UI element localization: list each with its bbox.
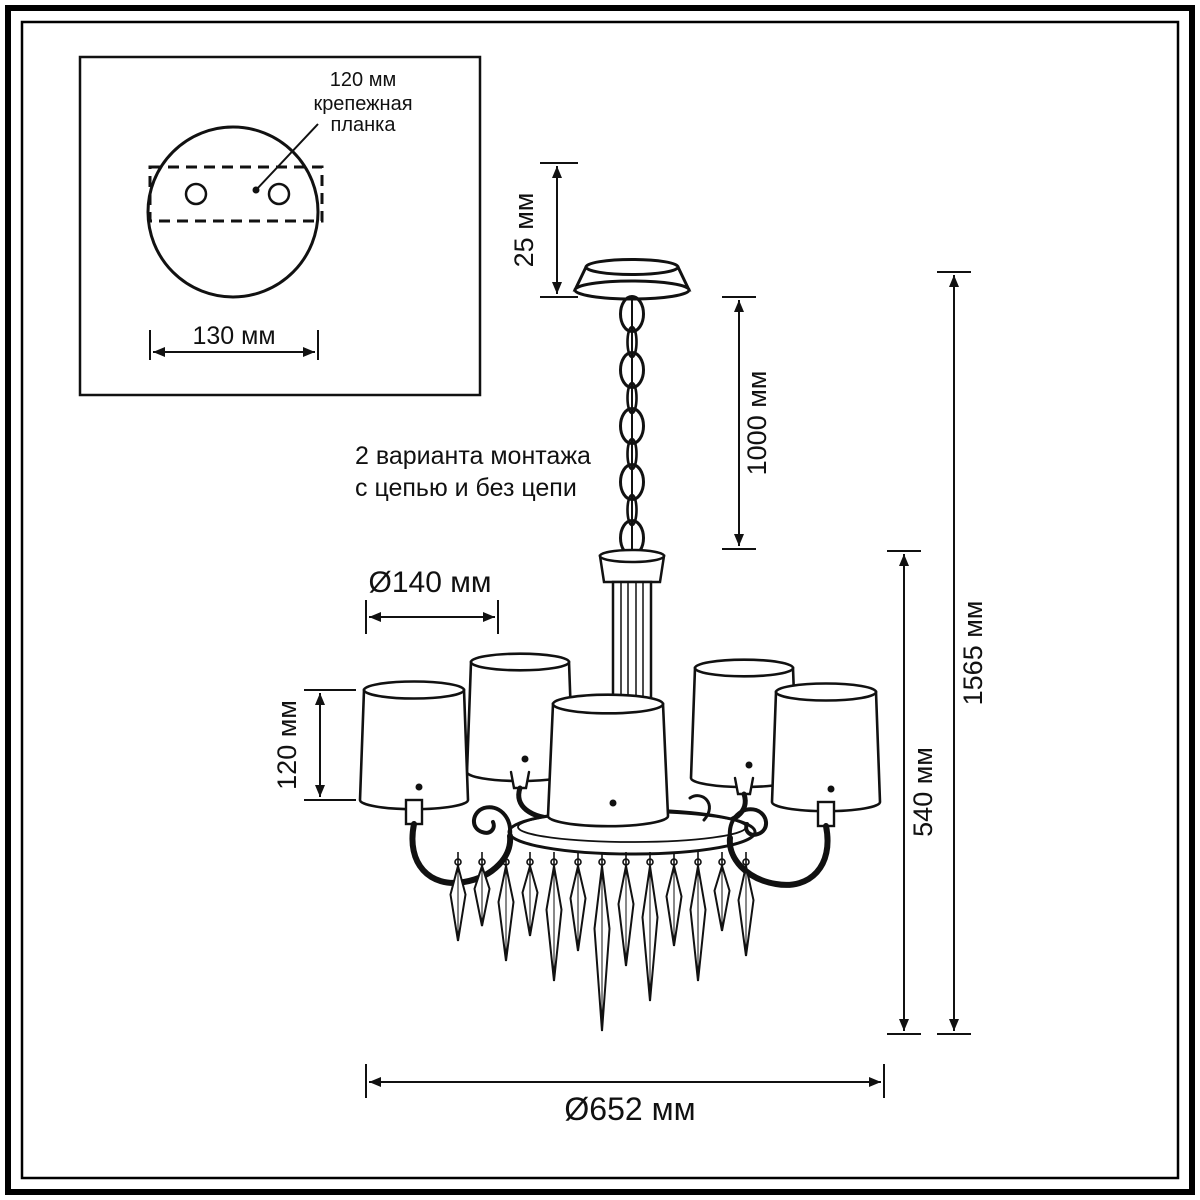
chain — [619, 295, 645, 557]
drop-bead — [622, 858, 630, 866]
shade-right-screw-dot — [827, 785, 835, 793]
mount-hole-left — [184, 182, 208, 206]
leader-line — [255, 123, 319, 191]
mount-hole-right — [267, 182, 291, 206]
drop-bead — [598, 858, 606, 866]
shade-right-center-top-rim — [693, 658, 795, 678]
arm-right — [726, 823, 831, 888]
label-shade-height: 120 мм — [272, 700, 302, 790]
outer-border — [5, 5, 1195, 1195]
chain-link — [626, 493, 638, 527]
shade-left-screw-dot — [415, 783, 423, 791]
chain-link — [626, 381, 638, 415]
chain-link — [619, 295, 645, 333]
shade-front-body — [546, 702, 670, 828]
drop-bead — [574, 858, 582, 866]
inset-plate-width-label: 130 мм — [192, 322, 275, 350]
cup-rim — [598, 548, 666, 564]
chain-link — [619, 407, 645, 445]
shade-right-top-rim — [774, 682, 878, 702]
drop-bead — [646, 858, 654, 866]
chain-link — [626, 325, 638, 359]
crystal-drops — [449, 852, 755, 1032]
shade-right-center-screw-dot — [745, 761, 753, 769]
drop-bead — [502, 858, 510, 866]
shade-right-body — [770, 690, 882, 813]
dimension-lines — [304, 162, 971, 1098]
inset-box — [78, 55, 482, 397]
shade-front-top-rim — [551, 693, 665, 715]
shade-front-screw-dot — [609, 799, 617, 807]
label-shade-diameter: Ø140 мм — [369, 566, 492, 599]
inner-border — [20, 20, 1180, 1180]
shade-left-body — [358, 688, 470, 811]
arm-right-scroll — [727, 807, 768, 840]
canopy — [572, 258, 692, 301]
drop-bead — [550, 858, 558, 866]
ring-scroll-right — [688, 794, 711, 822]
front-shade — [546, 693, 670, 828]
shade-left-center-top-rim — [469, 652, 571, 672]
canopy-circle — [146, 125, 320, 299]
canopy-top-rim — [584, 258, 680, 276]
label-total-height: 1565 мм — [958, 601, 988, 706]
sleeve-left — [404, 798, 424, 826]
mounting-note-line1: 2 варианта монтажа — [355, 442, 591, 470]
sleeve-right — [816, 800, 836, 828]
inset-bracket-label-2: планка — [331, 114, 397, 136]
shade-left-top-rim — [362, 680, 466, 700]
label-canopy-height: 25 мм — [509, 193, 539, 268]
mount-bracket-dashed — [148, 165, 324, 223]
outer-shades — [358, 680, 882, 813]
drop-bead — [694, 858, 702, 866]
chain-link — [626, 437, 638, 471]
label-body-height: 540 мм — [908, 747, 938, 837]
arm-left-scroll — [472, 805, 513, 838]
chain-cup — [598, 548, 666, 584]
mount-inset — [78, 55, 482, 397]
chain-link — [619, 463, 645, 501]
arm-left — [409, 821, 514, 886]
drop-bead — [742, 858, 750, 866]
back-shades — [465, 652, 799, 789]
chain-link — [619, 351, 645, 389]
inset-hole-spacing-label: 120 мм — [330, 69, 396, 91]
drop-bead — [670, 858, 678, 866]
inset-bracket-label-1: крепежная — [313, 93, 412, 115]
label-chain-length: 1000 мм — [742, 371, 772, 476]
label-fixture-diameter: Ø652 мм — [564, 1091, 695, 1127]
mounting-note-line2: с цепью и без цепи — [355, 474, 577, 502]
shade-left-center-screw-dot — [521, 755, 529, 763]
